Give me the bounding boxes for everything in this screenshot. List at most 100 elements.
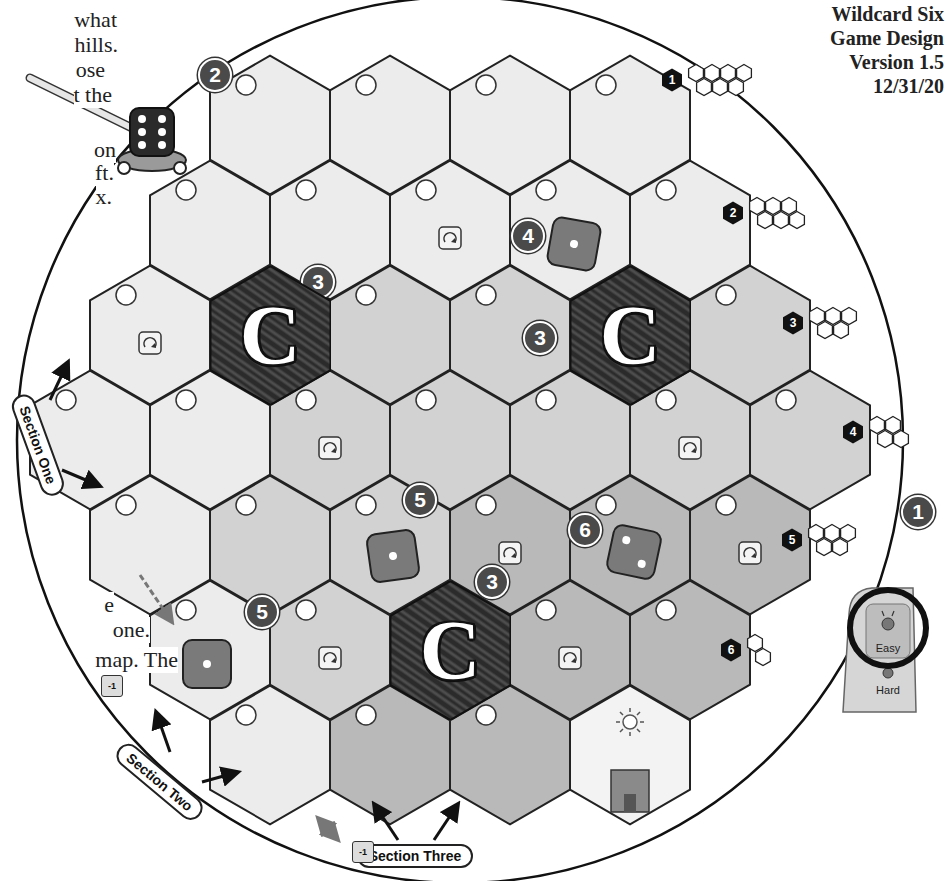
rotate-symbol xyxy=(319,437,341,459)
callout-number: 5 xyxy=(403,483,437,517)
space-marker xyxy=(476,705,496,725)
reward-hex xyxy=(705,65,720,82)
c-hex-text: C xyxy=(420,602,481,699)
rules-text-fragment: one. xyxy=(113,617,150,643)
reward-hex xyxy=(826,308,841,325)
space-marker xyxy=(296,600,316,620)
space-marker xyxy=(356,495,376,515)
callout-number: 6 xyxy=(568,513,602,547)
difficulty-panel xyxy=(843,588,926,712)
reward-hex xyxy=(750,198,765,215)
callout-number: 5 xyxy=(245,595,279,629)
section-label: Section Three xyxy=(357,844,474,868)
reward-hex xyxy=(758,212,773,229)
row-badge: 3 xyxy=(782,311,804,335)
space-marker xyxy=(656,390,676,410)
callout-number: 1 xyxy=(901,495,935,529)
callout-number: 2 xyxy=(198,58,232,92)
board-circle xyxy=(17,0,903,881)
reward-hex xyxy=(841,525,856,542)
c-hex: C xyxy=(210,266,331,405)
section-label: Section Two xyxy=(112,739,208,825)
rules-text-fragment: t the xyxy=(74,82,113,108)
callout-number-text: 5 xyxy=(414,488,426,512)
space-marker xyxy=(236,705,256,725)
reward-hex xyxy=(894,431,909,448)
reward-hex xyxy=(842,308,857,325)
reward-hex xyxy=(697,79,712,96)
section-label: Section One xyxy=(9,391,68,499)
reward-hex xyxy=(782,198,797,215)
penalty-icon-text: -1 xyxy=(108,681,116,691)
callout-number: 3 xyxy=(475,565,509,599)
rotate-symbol xyxy=(739,542,761,564)
c-hex-text: C xyxy=(600,287,661,384)
callout-number-text: 4 xyxy=(522,224,534,248)
reward-hex xyxy=(809,525,824,542)
callout-number-text: 3 xyxy=(486,570,498,594)
reward-hex xyxy=(878,431,893,448)
row-badge: 2 xyxy=(722,201,744,225)
c-hex-text: C xyxy=(240,287,301,384)
space-marker xyxy=(656,600,676,620)
space-marker xyxy=(356,705,376,725)
rotate-symbol xyxy=(319,647,341,669)
reward-hex xyxy=(810,308,825,325)
reward-hex xyxy=(774,212,789,229)
hex-grid xyxy=(30,56,870,825)
space-marker xyxy=(596,495,616,515)
row-badge: 6 xyxy=(720,638,742,662)
space-marker xyxy=(116,285,136,305)
penalty-icon: -1 xyxy=(352,841,374,863)
reward-hex xyxy=(825,525,840,542)
reward-hex xyxy=(818,322,833,339)
rules-text-fragment: ose xyxy=(76,57,105,83)
rotate-symbol xyxy=(499,542,521,564)
reward-hex xyxy=(870,417,885,434)
board-symbols xyxy=(56,65,908,726)
section-label-text: Section One xyxy=(17,404,60,486)
title-line: Wildcard Six xyxy=(832,3,944,26)
reward-hex xyxy=(713,79,728,96)
space-marker xyxy=(716,285,736,305)
penalty-icon: -1 xyxy=(101,675,123,697)
reward-hex xyxy=(886,417,901,434)
difficulty-option: Easy xyxy=(874,642,902,654)
reward-hex xyxy=(729,79,744,96)
space-marker xyxy=(596,75,616,95)
rotate-symbol xyxy=(139,332,161,354)
row-badge: 5 xyxy=(781,528,803,552)
reward-hex xyxy=(721,65,736,82)
rules-text-fragment: ft. xyxy=(95,160,114,186)
difficulty-option-text: Hard xyxy=(876,684,900,696)
rules-text-fragment: hills. xyxy=(75,32,118,58)
reward-hex xyxy=(737,65,752,82)
space-marker xyxy=(716,495,736,515)
space-marker xyxy=(476,495,496,515)
row-badge-text: 6 xyxy=(728,643,735,657)
rules-text-fragment: e xyxy=(104,592,114,618)
house-symbol xyxy=(611,708,649,812)
reward-hex xyxy=(748,635,763,652)
die xyxy=(183,640,231,688)
die xyxy=(366,529,420,583)
space-marker xyxy=(536,390,556,410)
callout-number-text: 3 xyxy=(534,326,546,350)
space-marker xyxy=(56,390,76,410)
reward-hex xyxy=(689,65,704,82)
callout-number-text: 6 xyxy=(579,518,591,542)
space-marker xyxy=(656,180,676,200)
reward-hex xyxy=(834,322,849,339)
board-hex xyxy=(570,686,690,825)
reward-hex xyxy=(817,539,832,556)
title-line: Game Design xyxy=(830,27,944,50)
board-hex xyxy=(210,686,330,825)
space-marker xyxy=(536,600,556,620)
rules-text-fragment: x. xyxy=(96,184,113,210)
space-marker xyxy=(116,495,136,515)
rules-text-fragment: map. The xyxy=(95,647,178,673)
space-marker xyxy=(296,180,316,200)
callout-number: 4 xyxy=(511,219,545,253)
space-marker xyxy=(476,75,496,95)
space-marker xyxy=(236,495,256,515)
